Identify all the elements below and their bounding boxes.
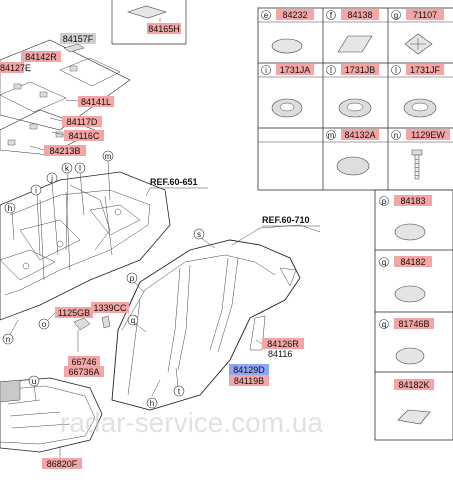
callout-letter: m bbox=[328, 131, 335, 140]
plug-icon bbox=[394, 223, 426, 241]
callout: n bbox=[2, 333, 14, 345]
part-label[interactable]: 84232 bbox=[282, 10, 307, 20]
part-label[interactable]: 84116 bbox=[268, 349, 292, 359]
part-label[interactable]: 1731JB bbox=[345, 65, 376, 75]
callout: t bbox=[173, 385, 185, 397]
callout-letter: g bbox=[394, 11, 398, 20]
reference-label[interactable]: REF.60-651 bbox=[150, 177, 198, 187]
callout: i bbox=[30, 184, 42, 196]
part-label[interactable]: 84183 bbox=[400, 196, 425, 206]
part-label[interactable]: 84165H bbox=[148, 24, 180, 34]
part-label[interactable]: 81746B bbox=[398, 319, 429, 329]
floor-pan bbox=[0, 171, 171, 321]
part-label[interactable]: 84126R bbox=[267, 339, 299, 349]
callout: h bbox=[4, 202, 16, 214]
callout: m bbox=[102, 150, 114, 162]
part-label[interactable]: 84138 bbox=[347, 10, 372, 20]
table-cell: q 84182 bbox=[379, 256, 432, 303]
callout-letter: e bbox=[264, 11, 269, 20]
part-label[interactable]: 84182 bbox=[400, 257, 425, 267]
part-label[interactable]: 71107 bbox=[413, 10, 437, 20]
table-cell: l 1731JB bbox=[326, 64, 379, 118]
svg-text:k: k bbox=[65, 164, 70, 173]
svg-text:i: i bbox=[35, 186, 37, 195]
svg-text:o: o bbox=[42, 320, 47, 329]
part-label[interactable]: 84119B bbox=[234, 376, 264, 386]
svg-text:m: m bbox=[105, 152, 112, 161]
callout: k bbox=[61, 162, 73, 174]
callout: l bbox=[74, 162, 86, 174]
pad-icon bbox=[337, 35, 373, 53]
inset-box: 84165H bbox=[111, 0, 187, 45]
parts-table: e 84232 f 84138 g 71107 i 1731JA bbox=[257, 7, 453, 441]
callout-letter: q bbox=[382, 320, 386, 329]
table-cell: f 84138 bbox=[326, 9, 379, 53]
plug-icon bbox=[395, 347, 425, 365]
part-label[interactable]: 84142R bbox=[25, 52, 57, 62]
callout: s bbox=[193, 228, 205, 240]
bolt-icon bbox=[411, 149, 423, 180]
part-label[interactable]: 1731JF bbox=[410, 65, 441, 75]
table-cell: l 1731JF bbox=[391, 64, 444, 118]
plug-icon bbox=[394, 285, 426, 303]
callout-letter: q bbox=[382, 258, 386, 267]
callout-letter: n bbox=[394, 131, 398, 140]
svg-text:n: n bbox=[6, 335, 10, 344]
part-label[interactable]: 1339CC bbox=[93, 303, 127, 313]
table-cell: p 84183 bbox=[379, 195, 432, 241]
svg-text:u: u bbox=[32, 377, 36, 386]
table-cell: m 84132A bbox=[326, 129, 379, 176]
svg-text:h: h bbox=[8, 204, 12, 213]
part-label[interactable]: 84129D bbox=[233, 365, 265, 375]
svg-text:p: p bbox=[130, 274, 135, 283]
part-label[interactable]: 1129EW bbox=[411, 130, 445, 140]
part-label[interactable]: 84132A bbox=[344, 130, 375, 140]
table-cell: i 1731JA bbox=[261, 64, 314, 118]
table-cell: q 81746B bbox=[379, 318, 434, 365]
callout: j bbox=[46, 172, 58, 184]
svg-text:l: l bbox=[79, 164, 81, 173]
watermark: radar-service.com.ua bbox=[60, 407, 323, 438]
callout: u bbox=[28, 375, 40, 387]
callout-letter: l bbox=[395, 66, 397, 75]
round-plug-icon bbox=[271, 38, 303, 54]
svg-text:h: h bbox=[150, 399, 154, 408]
part-label[interactable]: 84127E bbox=[0, 63, 31, 73]
callout: h bbox=[146, 397, 158, 409]
callout-letter: f bbox=[330, 11, 333, 20]
part-label[interactable]: 1731JA bbox=[280, 65, 311, 75]
under-cover: u 86820F bbox=[0, 375, 103, 469]
table-cell: n 1129EW bbox=[391, 129, 450, 180]
callout-letter: p bbox=[382, 197, 387, 206]
svg-text:q: q bbox=[131, 316, 135, 325]
svg-text:s: s bbox=[197, 230, 201, 239]
callout-letter: l bbox=[330, 66, 332, 75]
part-label[interactable]: 84213B bbox=[49, 146, 80, 156]
body-side-panel bbox=[111, 224, 321, 411]
part-label[interactable]: 84117D bbox=[67, 117, 98, 127]
table-cell: g 71107 bbox=[391, 9, 444, 55]
reference-label[interactable]: REF.60-710 bbox=[262, 215, 310, 225]
table-cell: e 84232 bbox=[261, 9, 314, 54]
part-label[interactable]: 84157F bbox=[63, 34, 94, 44]
plug-icon bbox=[336, 156, 370, 176]
part-label[interactable]: 84116C bbox=[69, 131, 100, 141]
clip-parts: o 1125GB 1339CC 66746 66736A bbox=[38, 302, 129, 377]
callout-letter: i bbox=[265, 66, 267, 75]
table-cell: 84182K bbox=[394, 379, 434, 425]
callout: o bbox=[38, 318, 50, 330]
svg-text:t: t bbox=[178, 387, 181, 396]
part-label[interactable]: 84141L bbox=[81, 97, 111, 107]
part-label[interactable]: 66746 bbox=[71, 357, 96, 367]
pad-icon bbox=[397, 409, 431, 425]
callout: q bbox=[127, 314, 139, 326]
callout: p bbox=[126, 272, 138, 284]
part-label[interactable]: 66736A bbox=[68, 367, 99, 377]
part-label[interactable]: 84182K bbox=[398, 380, 429, 390]
part-label[interactable]: 86820F bbox=[47, 459, 78, 469]
part-label[interactable]: 1125GB bbox=[58, 308, 90, 318]
svg-text:j: j bbox=[50, 174, 53, 183]
